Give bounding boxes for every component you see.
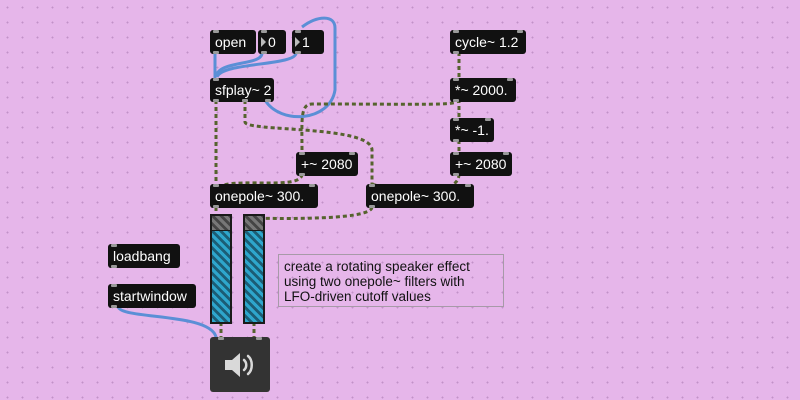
inlet[interactable] [213,184,219,187]
onepole-right-object[interactable]: onepole~ 300. [366,184,474,208]
outlet[interactable] [261,51,267,54]
comment-box[interactable]: create a rotating speaker effect using t… [278,254,504,307]
outlet[interactable] [453,173,459,176]
inlet[interactable] [299,152,305,155]
multiply-neg1-label: *~ -1. [455,122,489,138]
sfplay-object[interactable]: sfplay~ 2 [210,78,274,102]
onepole-left-object[interactable]: onepole~ 300. [210,184,318,208]
multiply-2000-object[interactable]: *~ 2000. [450,78,516,102]
inlet[interactable] [503,152,509,155]
inlet[interactable] [465,184,471,187]
loadbang-label: loadbang [113,248,171,264]
startwindow-label: startwindow [113,288,187,304]
inlet[interactable] [256,337,262,340]
onepole-right-label: onepole~ 300. [371,188,461,204]
plus-2080-right-object[interactable]: +~ 2080 [450,152,512,176]
outlet[interactable] [453,99,459,102]
outlet[interactable] [453,51,459,54]
inlet[interactable] [453,152,459,155]
comment-line-2: using two onepole~ filters with [284,274,465,289]
inlet[interactable] [517,30,523,33]
inlet[interactable] [453,30,459,33]
inlet[interactable] [485,118,491,121]
multiply-2000-label: *~ 2000. [455,82,508,98]
number-triangle-icon [261,37,266,47]
inlet[interactable] [213,30,219,33]
outlet[interactable] [213,99,219,102]
meter-level-fill [245,230,263,322]
multiply-neg1-object[interactable]: *~ -1. [450,118,494,142]
inlet[interactable] [295,30,301,33]
cord-mult-to-plus-left[interactable] [300,98,461,153]
level-meter-left [210,214,232,324]
inlet[interactable] [111,244,117,247]
outlet[interactable] [453,139,459,142]
number-box-one[interactable]: 1 [292,30,324,54]
onepole-left-label: onepole~ 300. [215,188,305,204]
plus-2080-left-object[interactable]: +~ 2080 [296,152,358,176]
number-triangle-icon [295,37,300,47]
number-zero-value: 0 [268,34,276,50]
cord-zero-to-sfplay[interactable] [214,52,264,77]
meter-overload-segment [245,216,263,230]
inlet[interactable] [309,184,315,187]
inlet[interactable] [111,284,117,287]
outlet[interactable] [111,305,117,308]
meter-overload-segment [212,216,230,230]
inlet[interactable] [369,184,375,187]
outlet[interactable] [265,99,271,102]
meter-level-fill [212,230,230,322]
inlet[interactable] [453,118,459,121]
number-box-zero[interactable]: 0 [258,30,286,54]
plus-left-label: +~ 2080 [301,156,353,172]
level-meter-right [243,214,265,324]
outlet[interactable] [111,265,117,268]
inlet[interactable] [453,78,459,81]
startwindow-message-box[interactable]: startwindow [108,284,196,308]
comment-line-3: LFO-driven cutoff values [284,289,431,304]
cord-sfplay-to-one[interactable] [263,16,337,119]
cord-startwindow-to-dac[interactable] [116,305,218,338]
cycle-object[interactable]: cycle~ 1.2 [450,30,526,54]
cycle-label: cycle~ 1.2 [455,34,519,50]
plus-right-label: +~ 2080 [455,156,507,172]
speaker-icon [225,353,253,377]
outlet[interactable] [369,205,375,208]
inlet[interactable] [213,78,219,81]
outlet[interactable] [213,51,219,54]
number-one-value: 1 [302,34,310,50]
inlet[interactable] [507,78,513,81]
open-message-box[interactable]: open [210,30,256,54]
outlet[interactable] [213,205,219,208]
outlet[interactable] [295,51,301,54]
outlet[interactable] [299,173,305,176]
outlet[interactable] [242,99,248,102]
comment-line-1: create a rotating speaker effect [284,259,470,274]
ezdac-button[interactable] [210,337,270,392]
sfplay-label: sfplay~ 2 [215,82,272,98]
loadbang-object[interactable]: loadbang [108,244,180,268]
cord-sfplay-right-to-onepole[interactable] [243,100,374,184]
inlet[interactable] [218,337,224,340]
inlet[interactable] [261,30,267,33]
inlet[interactable] [349,152,355,155]
open-message-label: open [215,34,247,50]
cord-one-to-sfplay[interactable] [215,52,298,78]
